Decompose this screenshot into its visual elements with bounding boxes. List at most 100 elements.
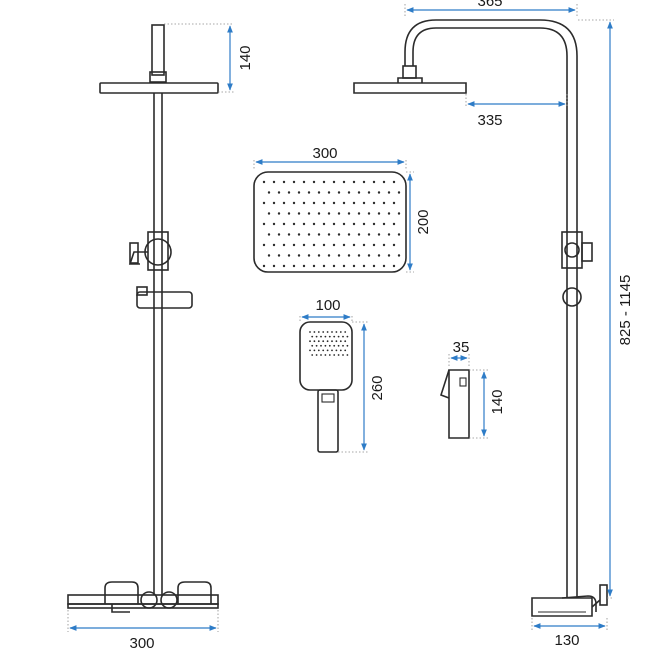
nozzle-dot [287,233,291,236]
front-diverter-knob [129,242,139,264]
nozzle-dot [312,264,316,268]
side-wall-plate [599,584,608,606]
nozzle-dot [397,191,401,194]
nozzle-dot [322,180,326,184]
nozzle-dot [277,191,281,194]
nozzle-dot [352,201,356,205]
nozzle-dot [309,331,311,333]
nozzle-dot [382,264,386,268]
label-spout-width: 35 [453,339,470,356]
nozzle-dot [346,335,349,338]
nozzle-dot [357,254,361,257]
nozzle-dot [346,354,349,356]
nozzle-dot [326,331,329,333]
nozzle-dot [277,212,281,215]
nozzle-dot [347,212,351,215]
nozzle-dot [362,201,366,205]
nozzle-dot [262,243,266,247]
nozzle-dot [367,233,371,236]
front-handle-left [104,581,139,604]
nozzle-dot [372,222,376,226]
nozzle-dot [282,180,286,184]
nozzle-dot [367,191,371,194]
nozzle-dot [342,222,346,226]
wall-holder: 35 140 [440,339,506,439]
nozzle-dot [342,201,346,205]
front-dimensions: 140 300 [67,23,254,652]
front-arm-connector [149,71,167,83]
nozzle-dot [307,212,311,215]
nozzle-dot [342,264,346,268]
nozzle-dot [347,233,351,236]
nozzle-dot [317,233,321,236]
side-head-connector [402,65,417,79]
holder-hook [440,369,450,399]
nozzle-dot [342,344,344,347]
nozzle-dot [309,349,311,352]
nozzle-dot [337,354,340,356]
front-view [67,24,219,613]
nozzle-dot [332,264,336,268]
nozzle-dot [307,254,311,257]
side-gooseneck-outer [412,27,568,598]
nozzle-dot [397,254,401,257]
nozzle-dot [277,254,281,257]
hand-shower: 100 260 [299,297,386,453]
nozzle-dot [377,233,381,236]
nozzle-dot [327,191,331,194]
nozzle-dot [337,335,340,338]
nozzle-dot [337,344,340,347]
nozzle-dot [322,201,326,205]
nozzle-dot [367,212,371,215]
nozzle-dot [392,201,396,205]
nozzle-dot [337,233,341,236]
nozzle-dot [342,354,344,356]
nozzle-dot [339,340,342,343]
nozzle-dot [311,344,314,347]
nozzle-dot [392,243,396,247]
nozzle-dot [322,331,325,333]
nozzle-dot [262,264,266,268]
nozzle-dot [332,222,336,226]
nozzle-dot [297,191,301,194]
front-handle-foot [111,604,130,613]
hand-shower-head [299,321,353,391]
nozzle-dot [335,349,338,352]
nozzle-dot [313,340,316,343]
label-wall-depth: 130 [554,632,579,649]
front-mixer-shelf [67,603,219,609]
nozzle-dot [382,180,386,184]
nozzle-dot [292,264,296,268]
nozzle-dot [272,180,276,184]
nozzle-dot [287,191,291,194]
nozzle-dot [302,222,306,226]
label-spout-height: 140 [489,389,506,414]
nozzle-dot [344,349,347,352]
nozzle-dot [320,354,322,356]
nozzle-dot [315,344,318,347]
nozzle-dot [331,349,333,352]
nozzle-dot [342,335,344,338]
nozzle-dot [331,340,333,343]
label-top-width: 365 [477,0,502,10]
nozzle-dot [312,201,316,205]
front-diverter [144,238,172,266]
side-head-cap [397,77,423,83]
nozzle-dot [327,212,331,215]
nozzle-dot [282,222,286,226]
nozzle-dot [331,331,333,333]
front-mixer-bar [67,594,219,605]
label-head-height: 140 [237,45,254,70]
nozzle-dot [327,254,331,257]
nozzle-dot [315,335,318,338]
front-diverter-outlet [128,251,148,265]
label-arm-reach: 335 [477,112,502,129]
nozzle-dot [357,191,361,194]
nozzle-dot [344,331,347,333]
rain-head-nozzles [262,180,401,268]
hand-shower-nozzles [309,331,349,356]
nozzle-dot [267,233,271,236]
nozzle-dot [292,243,296,247]
nozzle-dot [387,191,391,194]
nozzle-dot [362,180,366,184]
